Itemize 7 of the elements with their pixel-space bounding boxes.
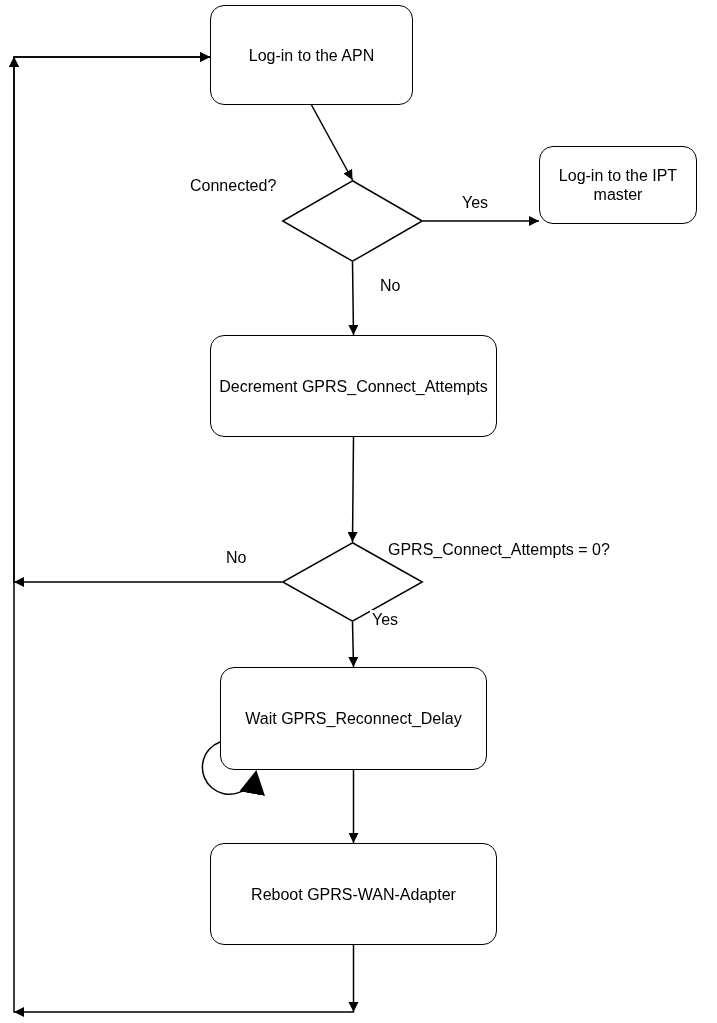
decision-label: Connected? <box>190 176 277 195</box>
process-box: Log-in to the APN <box>210 5 413 105</box>
process-box: Log-in to the IPT master <box>539 146 697 224</box>
process-box: Decrement GPRS_Connect_Attempts <box>210 335 497 437</box>
process-box: Reboot GPRS-WAN-Adapter <box>210 843 497 945</box>
process-box: Wait GPRS_Reconnect_Delay <box>220 667 487 770</box>
decision-label: GPRS_Connect_Attempts = 0? <box>388 540 610 559</box>
